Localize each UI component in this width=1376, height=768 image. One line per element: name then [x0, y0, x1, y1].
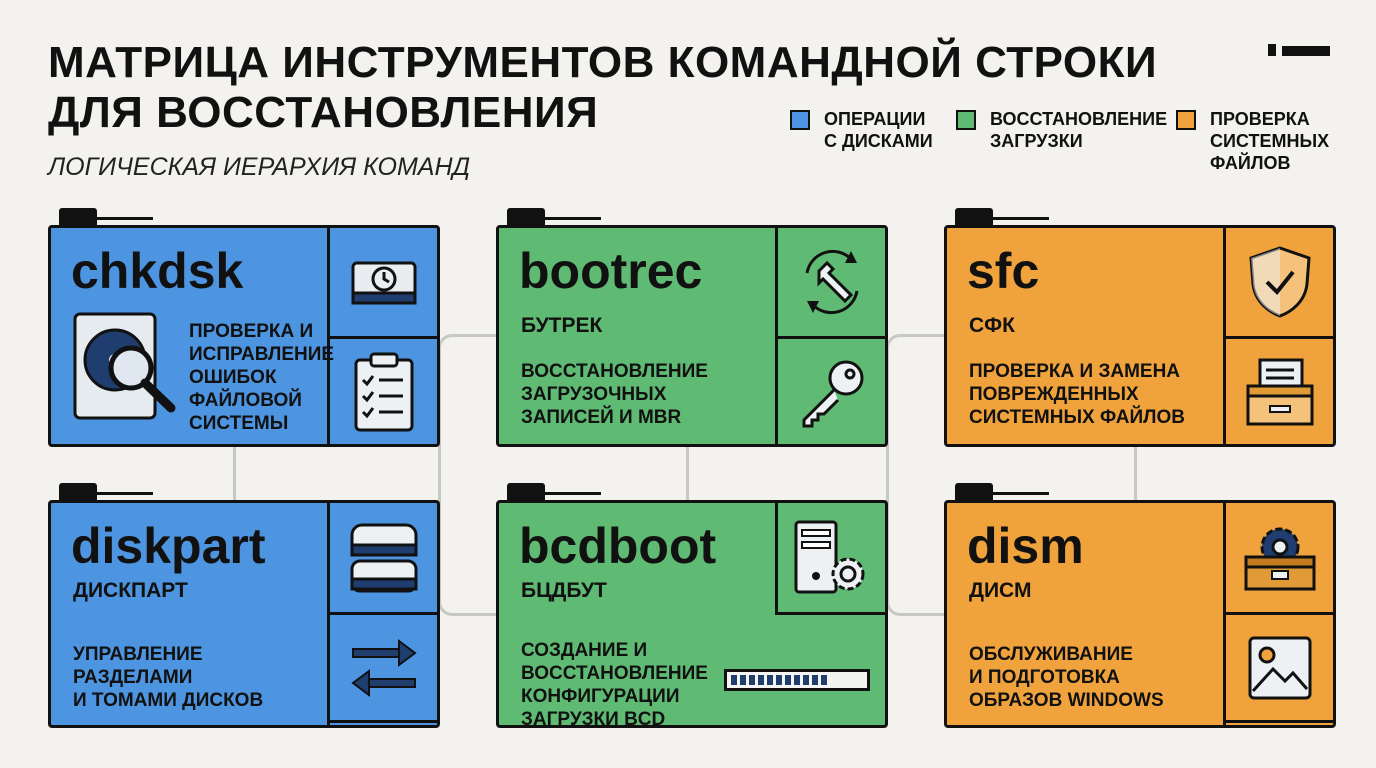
toolbox-gear-icon — [1226, 503, 1333, 615]
progress-bar — [724, 669, 870, 691]
progress-segment — [812, 675, 818, 685]
page-subtitle: ЛОГИЧЕСКАЯ ИЕРАРХИЯ КОМАНД — [48, 153, 471, 181]
connector-bootrec-bcdboot — [686, 446, 689, 500]
legend-swatch-orange — [1176, 110, 1196, 130]
progress-segment — [776, 675, 782, 685]
progress-segment — [767, 675, 773, 685]
image-icon — [1226, 615, 1333, 723]
corner-mark — [1268, 44, 1330, 58]
command-description: ПРОВЕРКА И ИСПРАВЛЕНИЕ ОШИБОК ФАЙЛОВОЙ С… — [189, 321, 335, 434]
command-description: ВОССТАНОВЛЕНИЕ ЗАГРУЗОЧНЫХ ЗАПИСЕЙ И MBR — [521, 361, 708, 428]
title-line-1: МАТРИЦА ИНСТРУМЕНТОВ КОМАНДНОЙ СТРОКИ — [48, 38, 1158, 87]
card-side-panel — [327, 228, 437, 444]
command-transliteration: СФК — [969, 314, 1015, 337]
progress-segment — [758, 675, 764, 685]
legend-swatch-green — [956, 110, 976, 130]
progress-segment — [785, 675, 791, 685]
progress-segment — [803, 675, 809, 685]
legend-system-files: ПРОВЕРКА СИСТЕМНЫХ ФАЙЛОВ — [1176, 108, 1329, 174]
title-line-2: ДЛЯ ВОССТАНОВЛЕНИЯ — [48, 88, 599, 137]
progress-segment — [794, 675, 800, 685]
connector-diskpart-bootrec — [438, 334, 498, 616]
disk-stack-icon — [330, 503, 437, 615]
card-bcdboot: bcdboot БЦДБУТ СОЗДАНИЕ И ВОССТАНОВЛЕНИЕ… — [496, 483, 888, 730]
command-transliteration: ДИСКПАРТ — [73, 579, 188, 602]
key-icon — [778, 336, 885, 444]
command-transliteration: БУТРЕК — [521, 314, 603, 337]
command-name: bootrec — [519, 243, 703, 299]
disk-history-icon — [330, 228, 437, 336]
card-chkdsk: chkdsk ПРОВЕРКА И ИСПРАВЛЕНИЕ ОШИБОК ФАЙ… — [48, 208, 440, 447]
command-name: diskpart — [71, 518, 266, 574]
command-transliteration: ДИСМ — [969, 579, 1032, 602]
shield-check-icon — [1226, 228, 1333, 336]
card-side-panel — [775, 228, 885, 444]
card-sfc: sfc СФК ПРОВЕРКА И ЗАМЕНА ПОВРЕЖДЕННЫХ С… — [944, 208, 1336, 447]
server-gear-icon — [778, 503, 885, 615]
command-transliteration: БЦДБУТ — [521, 579, 607, 602]
card-diskpart: diskpart ДИСКПАРТ УПРАВЛЕНИЕ РАЗДЕЛАМИ И… — [48, 483, 440, 728]
card-side-panel — [775, 503, 885, 615]
legend-swatch-blue — [790, 110, 810, 130]
command-description: СОЗДАНИЕ И ВОССТАНОВЛЕНИЕ КОНФИГУРАЦИИ З… — [521, 640, 708, 730]
card-side-panel — [327, 503, 437, 725]
command-name: sfc — [967, 243, 1040, 299]
command-name: dism — [967, 518, 1084, 574]
legend-label-disk-ops: ОПЕРАЦИИ С ДИСКАМИ — [824, 109, 933, 151]
progress-segment — [821, 675, 827, 685]
checklist-icon — [330, 336, 437, 444]
hard-disk-magnifier-icon — [71, 310, 183, 422]
connector-bcdboot-sfc — [886, 334, 946, 616]
progress-segment — [740, 675, 746, 685]
transfer-arrows-icon — [330, 615, 437, 723]
card-side-panel — [1223, 228, 1333, 444]
card-bootrec: bootrec БУТРЕК ВОССТАНОВЛЕНИЕ ЗАГРУЗОЧНЫ… — [496, 208, 888, 447]
wrench-refresh-icon — [778, 228, 885, 336]
legend-label-boot-recovery: ВОССТАНОВЛЕНИЕ ЗАГРУЗКИ — [990, 109, 1168, 151]
file-archive-icon — [1226, 336, 1333, 444]
legend-label-system-files: ПРОВЕРКА СИСТЕМНЫХ ФАЙЛОВ — [1210, 109, 1330, 173]
connector-sfc-dism — [1134, 446, 1137, 500]
card-dism: dism ДИСМ ОБСЛУЖИВАНИЕ И ПОДГОТОВКА ОБРА… — [944, 483, 1336, 728]
page-title: МАТРИЦА ИНСТРУМЕНТОВ КОМАНДНОЙ СТРОКИ ДЛ… — [48, 38, 1157, 138]
legend-boot-recovery: ВОССТАНОВЛЕНИЕ ЗАГРУЗКИ — [956, 108, 1167, 152]
command-name: bcdboot — [519, 518, 717, 574]
command-description: ОБСЛУЖИВАНИЕ И ПОДГОТОВКА ОБРАЗОВ WINDOW… — [969, 644, 1164, 711]
command-description: УПРАВЛЕНИЕ РАЗДЕЛАМИ И ТОМАМИ ДИСКОВ — [73, 644, 264, 711]
connector-chkdsk-diskpart — [233, 446, 236, 500]
command-name: chkdsk — [71, 243, 244, 299]
progress-segment — [749, 675, 755, 685]
command-description: ПРОВЕРКА И ЗАМЕНА ПОВРЕЖДЕННЫХ СИСТЕМНЫХ… — [969, 361, 1185, 428]
card-side-panel — [1223, 503, 1333, 725]
progress-segment — [731, 675, 737, 685]
legend-disk-ops: ОПЕРАЦИИ С ДИСКАМИ — [790, 108, 933, 152]
